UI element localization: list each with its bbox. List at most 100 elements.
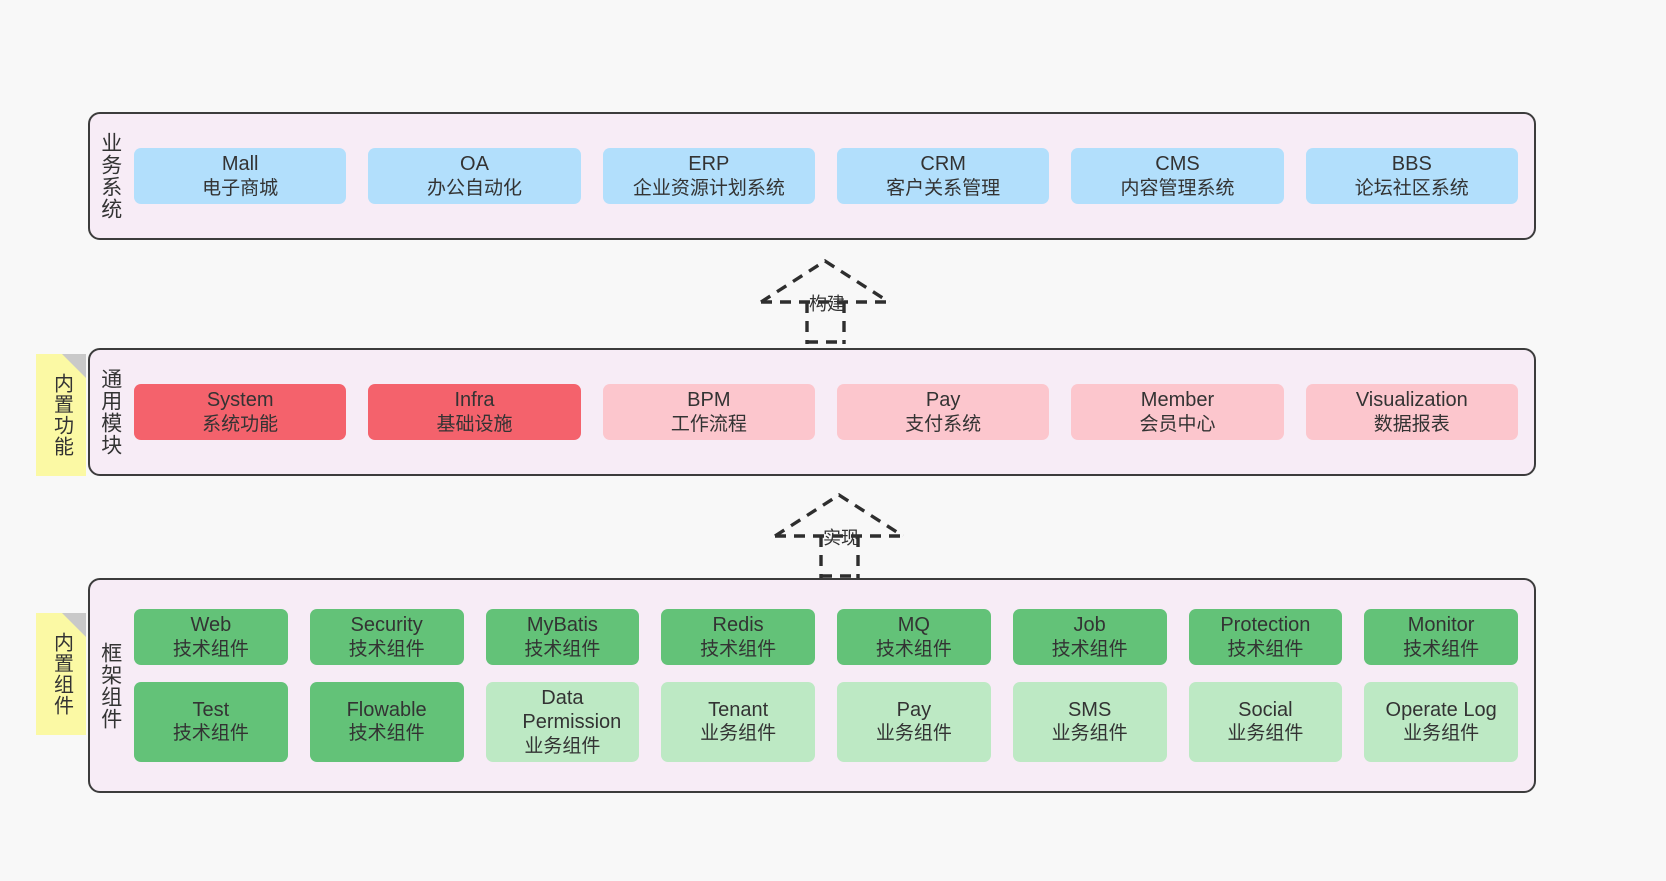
card-member[interactable]: Member 会员中心 xyxy=(1071,384,1284,440)
card-title-cn: 业务组件 xyxy=(524,735,601,757)
card-title-cn: 客户关系管理 xyxy=(886,177,1001,199)
card-title-en: Flowable xyxy=(346,698,427,721)
layer-label-business-systems: 业务系统 xyxy=(98,132,122,220)
card-mall[interactable]: Mall 电子商城 xyxy=(134,148,347,204)
card-title-en: MyBatis xyxy=(526,614,598,637)
card-title-cn: 技术组件 xyxy=(1051,638,1128,660)
card-title-cn: 基础设施 xyxy=(436,413,513,435)
card-bpm[interactable]: BPM 工作流程 xyxy=(602,384,815,440)
layer-body-common-modules: System 系统功能 Infra 基础设施 BPM 工作流程 Pay 支付系统… xyxy=(130,350,1534,474)
card-title-cn: 办公自动化 xyxy=(426,177,522,199)
generalization-arrow-icon xyxy=(760,258,890,344)
card-title-en: Tenant xyxy=(708,698,769,721)
card-title-cn: 技术组件 xyxy=(348,638,425,660)
card-title-en: Operate Log xyxy=(1385,698,1497,721)
card-pay-component[interactable]: Pay 业务组件 xyxy=(837,681,991,762)
card-cms[interactable]: CMS 内容管理系统 xyxy=(1071,148,1284,204)
card-erp[interactable]: ERP 企业资源计划系统 xyxy=(602,148,815,204)
card-title-en: Social xyxy=(1238,698,1293,721)
card-operate-log[interactable]: Operate Log 业务组件 xyxy=(1364,681,1518,762)
card-test[interactable]: Test 技术组件 xyxy=(134,681,288,762)
card-title-en: BPM xyxy=(687,389,731,412)
sticky-fold-icon xyxy=(62,613,86,637)
card-security[interactable]: Security 技术组件 xyxy=(309,609,464,665)
card-title-cn: 工作流程 xyxy=(670,413,747,435)
card-row: Test 技术组件 Flowable 技术组件 Data Permission … xyxy=(134,681,1518,762)
card-title-cn: 业务组件 xyxy=(1051,723,1128,745)
card-title-en: Infra xyxy=(454,389,495,412)
card-crm[interactable]: CRM 客户关系管理 xyxy=(836,148,1050,204)
card-social[interactable]: Social 业务组件 xyxy=(1188,681,1343,762)
card-flowable[interactable]: Flowable 技术组件 xyxy=(309,681,464,762)
card-redis[interactable]: Redis 技术组件 xyxy=(661,609,815,665)
connector-implement: 实现 xyxy=(770,490,930,578)
card-title-en: MQ xyxy=(897,614,930,637)
card-title-cn: 技术组件 xyxy=(524,638,601,660)
connector-label-implement: 实现 xyxy=(823,528,859,548)
sticky-note-builtin-components: 内置组件 xyxy=(36,613,86,735)
card-title-cn: 数据报表 xyxy=(1373,413,1450,435)
sticky-note-label: 内置功能 xyxy=(50,373,73,457)
generalization-arrow-icon xyxy=(774,492,904,578)
card-title-cn: 技术组件 xyxy=(700,638,777,660)
sticky-note-builtin-features: 内置功能 xyxy=(36,354,86,476)
card-title-en: BBS xyxy=(1391,153,1432,176)
card-title-en: Visualization xyxy=(1355,389,1468,412)
connector-label-build: 构建 xyxy=(809,294,845,314)
card-system[interactable]: System 系统功能 xyxy=(134,384,347,440)
card-title-en: Security xyxy=(350,614,423,637)
card-row: Web 技术组件 Security 技术组件 MyBatis 技术组件 Redi… xyxy=(134,609,1518,665)
card-title-en: Web xyxy=(190,614,232,637)
card-bbs[interactable]: BBS 论坛社区系统 xyxy=(1305,148,1518,204)
card-protection[interactable]: Protection 技术组件 xyxy=(1188,609,1343,665)
card-title-en: Test xyxy=(192,698,230,721)
layer-label-common-modules: 通用模块 xyxy=(98,368,122,456)
card-title-en: Redis xyxy=(712,614,764,637)
card-title-en: System xyxy=(206,389,274,412)
card-row: Mall 电子商城 OA 办公自动化 ERP 企业资源计划系统 CRM 客户关系… xyxy=(134,148,1518,204)
card-pay-module[interactable]: Pay 支付系统 xyxy=(836,384,1050,440)
card-title-cn: 业务组件 xyxy=(700,723,777,745)
card-title-en: OA xyxy=(460,153,489,176)
card-title-en: Member xyxy=(1140,389,1215,412)
card-title-en: CMS xyxy=(1155,153,1200,176)
card-title-cn: 技术组件 xyxy=(1227,638,1304,660)
layer-body-business-systems: Mall 电子商城 OA 办公自动化 ERP 企业资源计划系统 CRM 客户关系… xyxy=(130,114,1534,238)
card-title-cn: 企业资源计划系统 xyxy=(632,177,785,199)
card-web[interactable]: Web 技术组件 xyxy=(134,609,288,665)
card-title-en: Monitor xyxy=(1407,614,1475,637)
card-title-cn: 技术组件 xyxy=(172,638,249,660)
card-title-en: ERP xyxy=(688,153,730,176)
layer-business-systems: 业务系统 Mall 电子商城 OA 办公自动化 ERP 企业资源计划系统 CRM… xyxy=(88,112,1536,240)
card-title-cn: 业务组件 xyxy=(1403,723,1480,745)
card-tenant[interactable]: Tenant 业务组件 xyxy=(661,681,815,762)
card-mq[interactable]: MQ 技术组件 xyxy=(837,609,991,665)
card-sms[interactable]: SMS 业务组件 xyxy=(1012,681,1167,762)
card-title-cn: 技术组件 xyxy=(875,638,952,660)
card-title-cn: 电子商城 xyxy=(202,177,279,199)
card-title-en: Pay xyxy=(925,389,961,412)
card-mybatis[interactable]: MyBatis 技术组件 xyxy=(485,609,640,665)
card-title-en: Job xyxy=(1073,614,1106,637)
card-title-en: SMS xyxy=(1067,698,1112,721)
card-title-en: Pay xyxy=(896,698,932,721)
sticky-fold-icon xyxy=(62,354,86,378)
layer-framework-components: 框架组件 Web 技术组件 Security 技术组件 MyBatis 技术组件… xyxy=(88,578,1536,793)
card-visualization[interactable]: Visualization 数据报表 xyxy=(1305,384,1518,440)
card-title-en: Data Permission xyxy=(522,686,622,734)
card-infra[interactable]: Infra 基础设施 xyxy=(368,384,581,440)
card-title-cn: 论坛社区系统 xyxy=(1354,177,1469,199)
card-title-cn: 会员中心 xyxy=(1139,413,1216,435)
card-oa[interactable]: OA 办公自动化 xyxy=(368,148,581,204)
card-monitor[interactable]: Monitor 技术组件 xyxy=(1364,609,1518,665)
sticky-note-label: 内置组件 xyxy=(50,632,73,716)
layer-label-framework-components: 框架组件 xyxy=(98,641,122,730)
card-title-cn: 业务组件 xyxy=(875,723,952,745)
card-title-cn: 技术组件 xyxy=(1403,638,1480,660)
card-title-cn: 内容管理系统 xyxy=(1120,177,1235,199)
card-title-cn: 技术组件 xyxy=(348,723,425,745)
card-job[interactable]: Job 技术组件 xyxy=(1012,609,1167,665)
layer-common-modules: 通用模块 System 系统功能 Infra 基础设施 BPM 工作流程 Pay… xyxy=(88,348,1536,476)
card-data-permission[interactable]: Data Permission 业务组件 xyxy=(485,681,640,762)
